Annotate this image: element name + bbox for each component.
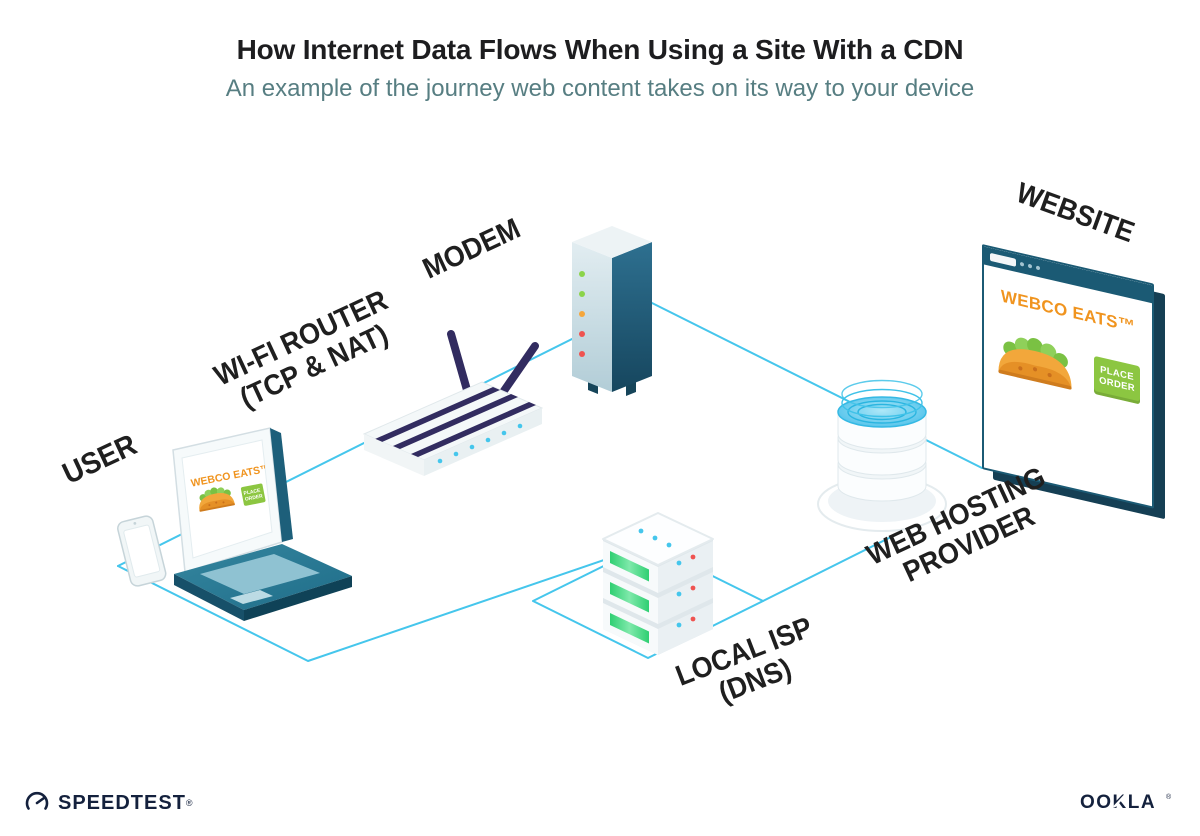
modem-leds [579,271,585,357]
web-hosting-database [815,372,950,542]
header: How Internet Data Flows When Using a Sit… [0,34,1200,103]
taco-icon [998,329,1072,390]
speedtest-logo: SPEEDTEST ® [24,790,193,816]
speedtest-gauge-icon [25,792,49,810]
database-icon [817,379,947,532]
modem-device [552,222,672,405]
browser-dot [1036,265,1040,271]
browser-dot [1020,261,1024,267]
page-title: How Internet Data Flows When Using a Sit… [236,34,964,65]
modem-icon [572,226,652,396]
laptop-trackpad [230,590,273,604]
wifi-router-device [352,318,552,513]
isp-server [583,505,733,670]
svg-text:PLACE ORDER: PLACE ORDER [243,487,264,502]
browser-dot [1028,263,1032,269]
laptop-icon: WEBCO EATS™ PLACE ORDER [172,427,352,621]
speedtest-wordmark: SPEEDTEST [58,791,186,814]
server-top-lights [638,528,672,548]
server-icon [602,512,714,655]
ookla-trademark: ® [1166,793,1172,801]
phone-icon [117,515,167,587]
antenna-right-icon [495,342,539,402]
place-order-button: PLACE ORDER [1094,355,1140,404]
speedtest-trademark: ® [185,798,193,808]
website-browser: WEBCO EATS™ PLACE ORDER [982,244,1154,509]
line-user-to-isp [117,544,649,662]
ookla-wordmark: OOKLA ® [1080,792,1172,813]
antenna-left-icon [447,330,471,394]
user-device: WEBCO EATS™ PLACE ORDER [110,420,360,675]
browser-tab [990,252,1016,267]
ookla-logo: OOKLA ® [1080,790,1176,819]
router-icon [362,330,544,476]
laptop-place-order-button: PLACE ORDER [240,483,266,506]
water-rings [841,379,923,424]
browser-window: WEBCO EATS™ PLACE ORDER [982,244,1154,509]
router-leds [437,423,523,464]
laptop-keyboard [200,554,320,594]
line-isp-to-hosting [762,534,896,602]
ookla-needle-icon [1113,793,1127,808]
page-subtitle: An example of the journey web content ta… [225,75,975,102]
